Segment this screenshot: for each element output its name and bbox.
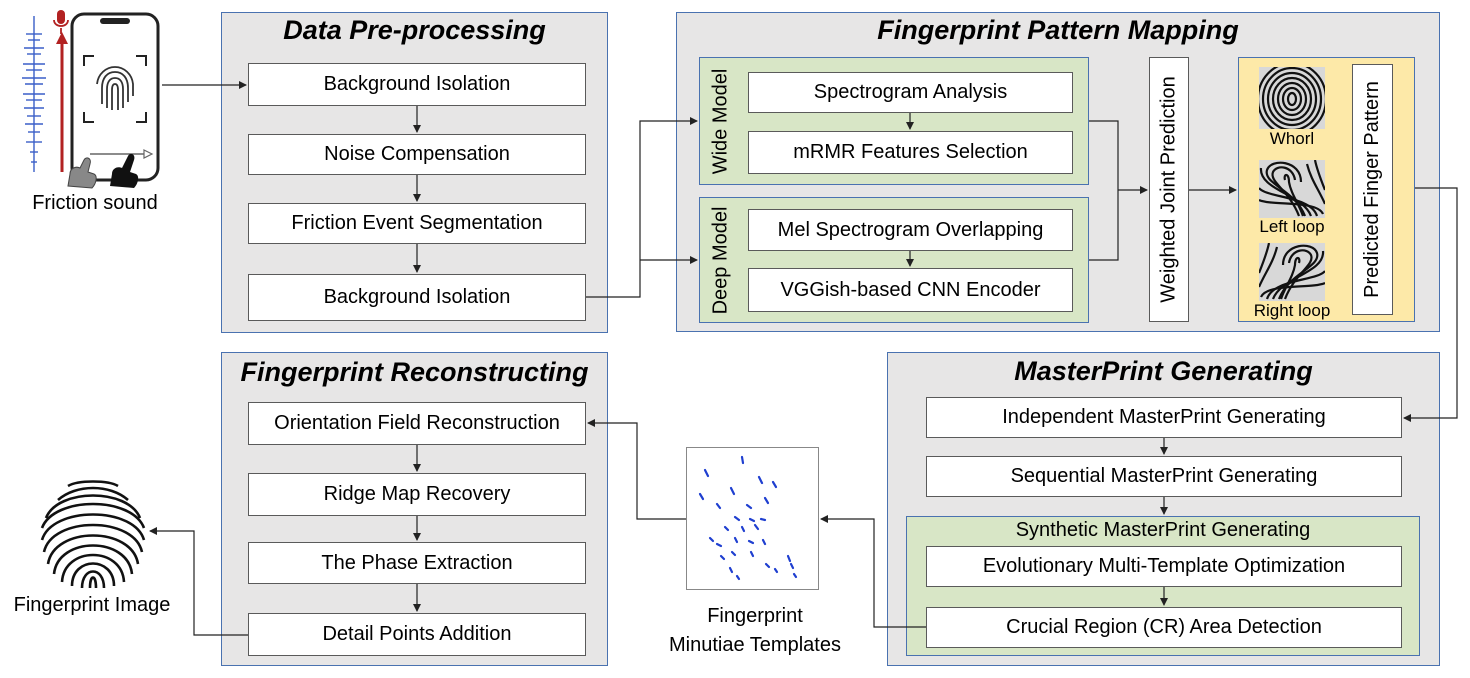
step-evolutionary-optimization: Evolutionary Multi-Template Optimization <box>926 546 1402 587</box>
step-background-isolation-1: Background Isolation <box>248 63 586 106</box>
right-loop-fingerprint-icon <box>1259 243 1325 301</box>
minutiae-points-icon <box>698 455 798 581</box>
arrow-pattern-to-masterprint <box>1403 187 1458 422</box>
arrow-models-to-joint <box>1089 120 1119 261</box>
step-detail-points-addition: Detail Points Addition <box>248 613 586 656</box>
mapping-title: Fingerprint Pattern Mapping <box>877 15 1239 45</box>
step-friction-event-segmentation: Friction Event Segmentation <box>248 203 586 244</box>
step-crucial-region-detection: Crucial Region (CR) Area Detection <box>926 607 1402 648</box>
step-noise-compensation: Noise Compensation <box>248 134 586 175</box>
minutiae-templates-label-1: Fingerprint <box>707 605 803 627</box>
arrow-templates-to-orientation <box>587 419 686 520</box>
microphone-icon <box>53 10 69 34</box>
preprocessing-title: Data Pre-processing <box>283 15 546 45</box>
reconstructed-fingerprint-icon <box>40 480 146 589</box>
weighted-joint-prediction: Weighted Joint Prediction <box>1149 57 1189 322</box>
whorl-fingerprint-icon <box>1259 67 1325 129</box>
step-sequential-masterprint: Sequential MasterPrint Generating <box>926 456 1402 497</box>
step-mel-spectrogram: Mel Spectrogram Overlapping <box>748 209 1073 251</box>
friction-sound-label: Friction sound <box>32 192 158 214</box>
step-orientation-field: Orientation Field Reconstruction <box>248 402 586 445</box>
step-ridge-map-recovery: Ridge Map Recovery <box>248 473 586 516</box>
right-loop-label: Right loop <box>1253 301 1331 320</box>
masterprint-title: MasterPrint Generating <box>1014 356 1313 386</box>
minutiae-templates-label-2: Minutiae Templates <box>669 634 841 656</box>
arrow-pre-to-models <box>586 117 698 298</box>
synthetic-masterprint-title: Synthetic MasterPrint Generating <box>1015 519 1311 541</box>
step-phase-extraction: The Phase Extraction <box>248 542 586 584</box>
fingerprint-scan-icon <box>96 66 134 110</box>
step-background-isolation-2: Background Isolation <box>248 274 586 321</box>
left-loop-label: Left loop <box>1259 217 1325 236</box>
finger-swipe-icon <box>67 153 139 189</box>
fingerprint-image-label: Fingerprint Image <box>13 594 171 616</box>
arrow-cr-to-templates <box>820 515 926 628</box>
step-vggish-encoder: VGGish-based CNN Encoder <box>748 268 1073 312</box>
sound-waveform-icon <box>22 16 46 172</box>
smartphone-icon <box>70 12 160 182</box>
left-loop-fingerprint-icon <box>1259 160 1325 218</box>
arrow-rec-to-output <box>149 527 248 636</box>
minutiae-template-image <box>686 447 819 590</box>
reconstructing-title: Fingerprint Reconstructing <box>240 357 589 387</box>
step-independent-masterprint: Independent MasterPrint Generating <box>926 397 1402 438</box>
step-mrmr-features: mRMR Features Selection <box>748 131 1073 174</box>
step-spectrogram-analysis: Spectrogram Analysis <box>748 72 1073 113</box>
upward-red-arrow-icon <box>56 32 68 172</box>
predicted-finger-pattern: Predicted Finger Pattern <box>1352 64 1393 315</box>
whorl-label: Whorl <box>1269 129 1315 148</box>
